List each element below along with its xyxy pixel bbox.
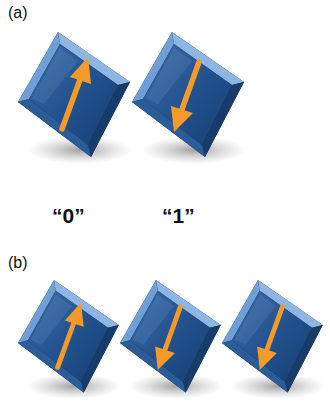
panel-label: (b) [8,254,28,272]
magnetization-arrow [62,57,91,129]
magnetization-arrow [257,307,282,370]
state-label: “1” [162,204,195,228]
magnet-body [120,280,223,399]
magnet-body [18,280,121,399]
state-label: “0” [52,204,85,228]
magnet-body [18,32,132,164]
magnetization-arrow [155,307,180,370]
panel-label: (a) [8,4,28,22]
nanomagnet [18,280,121,399]
magnet-body [222,280,325,399]
nanomagnet [132,32,246,164]
nanomagnet [120,280,223,399]
magnetization-arrow [171,62,199,132]
nanomagnet [18,32,132,164]
magnet-body [132,32,246,164]
nanomagnet [222,280,325,399]
magnetization-arrow [58,303,84,368]
